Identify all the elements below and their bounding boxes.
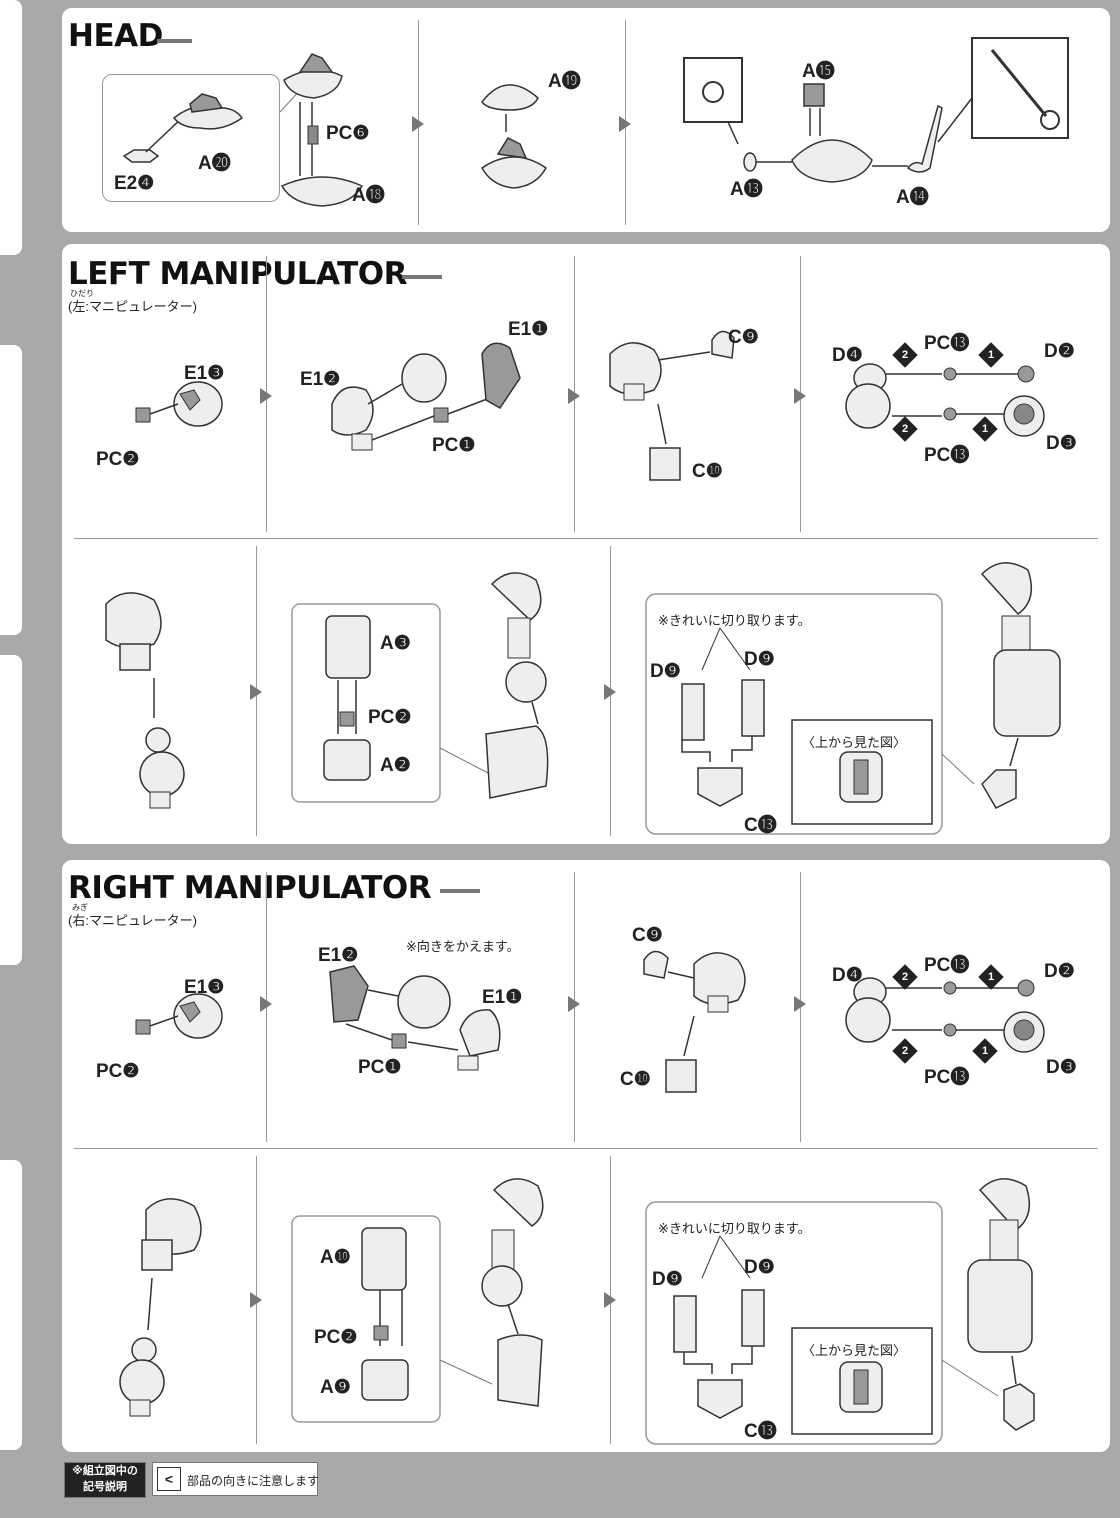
part-label: A❷ <box>380 755 411 776</box>
head-parts-illustration <box>122 37 1069 207</box>
legend-title: ※組立図中の 記号説明 <box>64 1462 146 1498</box>
part-label: D❷ <box>1044 341 1075 362</box>
divider <box>74 538 1098 539</box>
title-bar <box>157 39 192 43</box>
right-manipulator-illustration <box>119 950 1045 1445</box>
part-label: A❸ <box>380 633 411 654</box>
part-label: C❾ <box>632 925 663 946</box>
legend-title-line1: ※組立図中の <box>72 1465 138 1477</box>
part-label: C❿ <box>620 1069 651 1090</box>
part-label: D❾ <box>650 661 681 682</box>
part-label: D❹ <box>832 965 863 986</box>
detail-box <box>102 74 280 202</box>
step-arrow <box>260 996 272 1012</box>
part-label: PC❷ <box>368 707 412 728</box>
step-arrow <box>604 1292 616 1308</box>
part-label: A⓯ <box>802 61 835 82</box>
part-label: D❾ <box>652 1269 683 1290</box>
part-label: E1❶ <box>508 319 549 340</box>
step-marker: 2 <box>892 342 918 368</box>
part-label: C⓭ <box>744 1421 777 1442</box>
step-marker: 2 <box>892 1038 918 1064</box>
part-label: PC❷ <box>96 449 140 470</box>
step-arrow <box>250 684 262 700</box>
ruby: ひだり <box>70 289 94 298</box>
step-marker: 2 <box>892 416 918 442</box>
ruby: みぎ <box>72 903 88 912</box>
title-bar <box>440 889 480 893</box>
side-tab <box>0 655 22 965</box>
part-label: D❾ <box>744 649 775 670</box>
section-title-left-manipulator: LEFT MANIPULATOR <box>68 256 407 292</box>
part-label: PC⓭ <box>924 955 970 976</box>
section-subtitle: (左:マニピュレーター) <box>68 299 198 314</box>
side-tab <box>0 1160 22 1450</box>
part-label: E1❸ <box>184 977 225 998</box>
part-label: D❷ <box>1044 961 1075 982</box>
step-arrow <box>794 388 806 404</box>
part-label: C❿ <box>692 461 723 482</box>
step-arrow <box>250 1292 262 1308</box>
step-arrow <box>794 996 806 1012</box>
step-marker: 2 <box>892 964 918 990</box>
part-label: A⓭ <box>730 179 763 200</box>
step-marker: 1 <box>978 964 1004 990</box>
step-marker: 1 <box>978 342 1004 368</box>
part-label: D❹ <box>832 345 863 366</box>
step-arrow <box>412 116 424 132</box>
part-label: PC❻ <box>326 123 370 144</box>
part-label: D❸ <box>1046 433 1077 454</box>
part-label: A⓮ <box>896 187 929 208</box>
section-title-head: HEAD <box>68 18 163 54</box>
part-label: A⓲ <box>352 185 385 206</box>
part-label: A❾ <box>320 1377 351 1398</box>
part-label: E1❷ <box>318 945 359 966</box>
right-manipulator-panel: RIGHT MANIPULATOR みぎ (右:マニピュレーター) <box>62 860 1110 1452</box>
part-label: E2❹ <box>114 173 155 194</box>
top-view-label: 〈上から見た図〉 <box>802 1343 907 1358</box>
part-label: C❾ <box>728 327 759 348</box>
step-marker: 1 <box>972 1038 998 1064</box>
step-arrow <box>604 684 616 700</box>
part-label: E1❸ <box>184 363 225 384</box>
head-panel: HEAD <box>62 8 1110 232</box>
part-label: PC❷ <box>314 1327 358 1348</box>
part-label: E1❷ <box>300 369 341 390</box>
part-label: A⓳ <box>548 71 581 92</box>
left-manipulator-panel: LEFT MANIPULATOR ひだり (左:マニピュレーター) <box>62 244 1110 844</box>
turn-note: ※向きをかえます。 <box>406 939 520 954</box>
step-arrow <box>568 996 580 1012</box>
side-tab <box>0 0 22 255</box>
left-manipulator-illustration <box>105 330 1061 835</box>
top-view-label: 〈上から見た図〉 <box>802 735 907 750</box>
part-label: PC❶ <box>358 1057 402 1078</box>
step-arrow <box>260 388 272 404</box>
orientation-symbol-icon: < <box>157 1467 181 1491</box>
legend-title-line2: 記号説明 <box>83 1481 127 1493</box>
legend-text: 部品の向きに注意します <box>187 1474 320 1488</box>
section-title-right-manipulator: RIGHT MANIPULATOR <box>68 870 432 906</box>
section-subtitle: (右:マニピュレーター) <box>68 913 198 928</box>
part-label: A⓴ <box>198 153 231 174</box>
side-tab <box>0 345 22 635</box>
divider <box>74 1148 1098 1149</box>
part-label: A❿ <box>320 1247 351 1268</box>
part-label: C⓭ <box>744 815 777 836</box>
part-label: E1❶ <box>482 987 523 1008</box>
cut-note: ※きれいに切り取ります。 <box>658 1221 811 1236</box>
part-label: PC⓭ <box>924 445 970 466</box>
part-label: D❸ <box>1046 1057 1077 1078</box>
part-label: PC⓭ <box>924 333 970 354</box>
title-bar <box>402 275 442 279</box>
part-label: PC❷ <box>96 1061 140 1082</box>
step-marker: 1 <box>972 416 998 442</box>
cut-note: ※きれいに切り取ります。 <box>658 613 811 628</box>
legend-row: < 部品の向きに注意します <box>152 1462 320 1496</box>
part-label: PC❶ <box>432 435 476 456</box>
step-arrow <box>619 116 631 132</box>
part-label: PC⓭ <box>924 1067 970 1088</box>
step-arrow <box>568 388 580 404</box>
part-label: D❾ <box>744 1257 775 1278</box>
